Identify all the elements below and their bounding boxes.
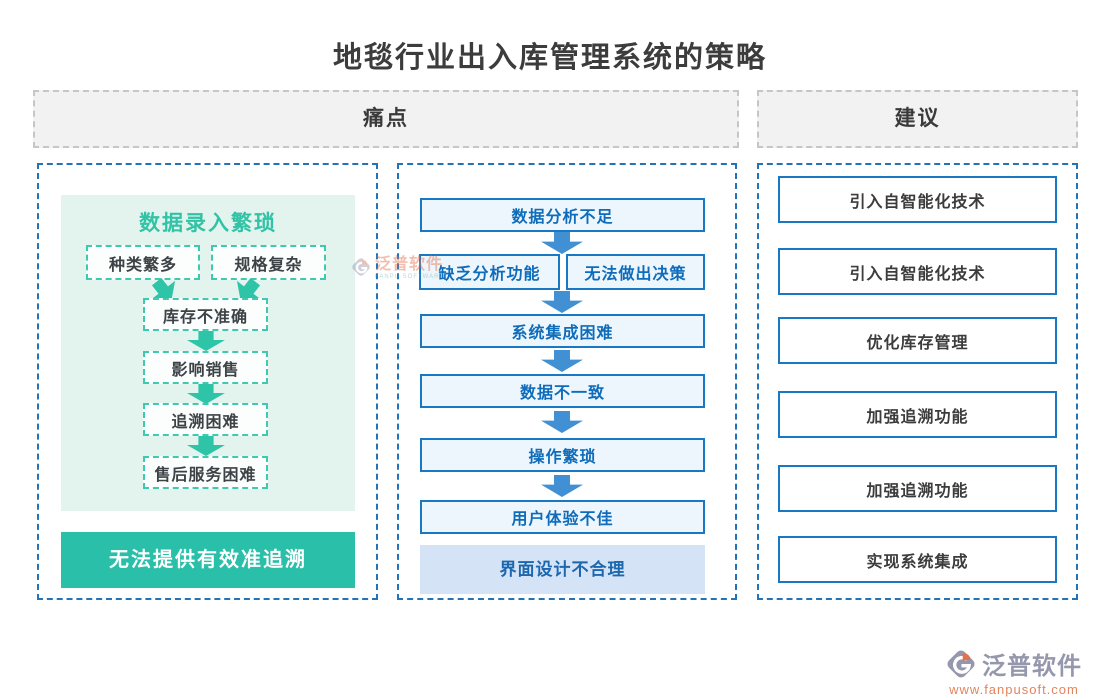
brand-watermark: 泛普软件 FANPU SOFTWARE	[350, 256, 444, 280]
arrow-down-icon	[187, 331, 225, 351]
flow-node: 追溯困难	[143, 403, 268, 436]
group-title: 数据录入繁琐	[139, 212, 277, 235]
flow-node-cause: 规格复杂	[211, 245, 326, 280]
flow-node: 数据分析不足	[420, 198, 705, 232]
flow-node-cause: 种类繁多	[86, 245, 200, 280]
arrow-down-icon	[541, 475, 583, 497]
pain-points-header: 痛点	[33, 90, 739, 148]
flow-node: 用户体验不佳	[420, 500, 705, 534]
pain-column-system: 数据分析不足 缺乏分析功能 无法做出决策 系统集成困难 数据不一致 操作繁琐 用…	[397, 163, 737, 600]
page-title: 地毯行业出入库管理系统的策略	[332, 42, 767, 74]
brand-logo-icon	[947, 649, 975, 678]
arrow-down-icon	[541, 291, 583, 313]
flow-node-branch: 缺乏分析功能	[419, 254, 560, 290]
footer-brand-text: 泛普软件	[982, 653, 1082, 680]
suggestion-item: 优化库存管理	[778, 317, 1057, 364]
flow-node: 操作繁琐	[420, 438, 705, 472]
brand-logo-icon	[352, 258, 370, 276]
suggestion-item: 引入自智能化技术	[778, 248, 1057, 295]
arrow-down-icon	[541, 411, 583, 433]
flow-node: 影响销售	[143, 351, 268, 384]
watermark-subtitle-text: FANPU SOFTWARE	[375, 274, 445, 280]
flow-node: 库存不准确	[143, 298, 268, 331]
suggestions-header: 建议	[757, 90, 1078, 148]
conclusion-banner: 无法提供有效准追溯	[61, 532, 355, 588]
flow-node: 售后服务困难	[143, 456, 268, 489]
flow-node: 系统集成困难	[420, 314, 705, 348]
arrow-down-icon	[187, 436, 225, 456]
arrow-down-icon	[541, 232, 583, 254]
watermark-brand-text: 泛普软件	[375, 256, 444, 273]
suggestions-column: 引入自智能化技术 引入自智能化技术 优化库存管理 加强追溯功能 加强追溯功能 实…	[757, 163, 1078, 600]
flow-node: 数据不一致	[420, 374, 705, 408]
arrow-down-icon	[541, 350, 583, 372]
suggestion-item: 引入自智能化技术	[778, 176, 1057, 223]
footer-url-text: www.fanpusoft.com	[949, 682, 1079, 697]
flow-node-branch: 无法做出决策	[566, 254, 705, 290]
pain-column-data-entry: 数据录入繁琐 种类繁多 规格复杂 库存不准确 影响销售 追溯困难 售后服务困难 …	[37, 163, 378, 600]
flow-footer-node: 界面设计不合理	[420, 545, 705, 594]
data-entry-group-panel: 数据录入繁琐 种类繁多 规格复杂 库存不准确 影响销售 追溯困难 售后服务困难	[61, 195, 355, 511]
suggestion-item: 加强追溯功能	[778, 391, 1057, 438]
suggestion-item: 加强追溯功能	[778, 465, 1057, 512]
arrow-down-icon	[187, 384, 225, 404]
footer-logo: 泛普软件 www.fanpusoft.com	[944, 646, 1090, 697]
suggestion-item: 实现系统集成	[778, 536, 1057, 583]
